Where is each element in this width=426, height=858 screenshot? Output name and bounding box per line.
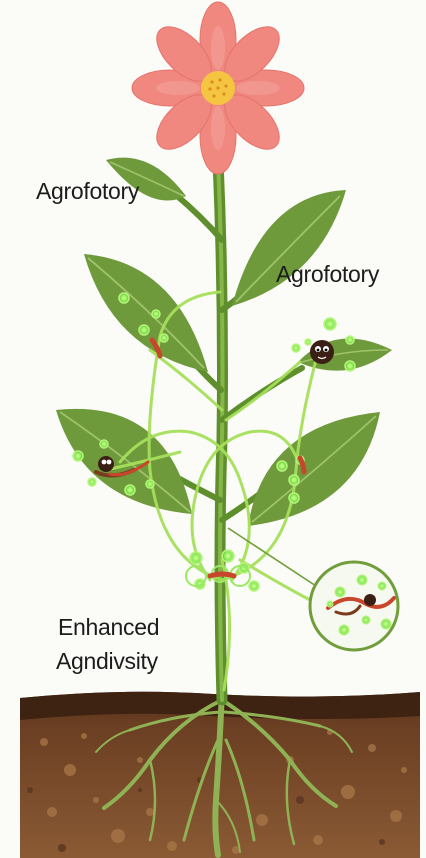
leaf-low-right bbox=[248, 412, 380, 526]
label-enhanced: Enhanced bbox=[58, 612, 159, 642]
label-agrofotory-left: Agrofotory bbox=[36, 176, 139, 206]
leaf-mid-left bbox=[84, 254, 208, 372]
flower-icon bbox=[132, 2, 304, 174]
microbe-icon bbox=[310, 340, 334, 364]
label-agrofotory-right: Agrofotory bbox=[276, 259, 379, 289]
label-agndivsity: Agndivsity bbox=[56, 646, 158, 676]
